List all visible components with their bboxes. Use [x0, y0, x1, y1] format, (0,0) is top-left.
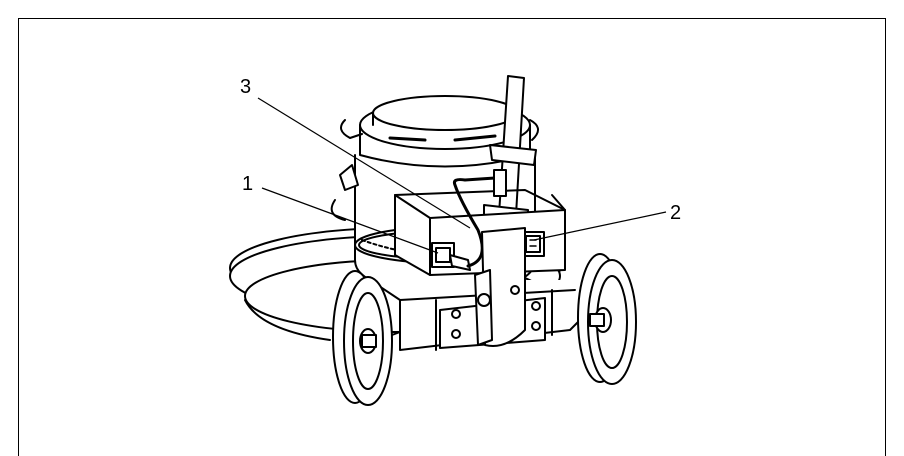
figure-frame	[18, 18, 886, 456]
right-wheel	[577, 253, 637, 385]
connector-1-socket	[431, 242, 471, 271]
callout-3-leader	[257, 97, 471, 229]
callout-2-label: 2	[670, 202, 681, 224]
callout-3-label: 3	[240, 76, 251, 98]
left-wheel	[332, 270, 401, 406]
housing-lugs	[330, 119, 539, 221]
callout-1-leader	[261, 187, 439, 254]
motor-top-lid	[359, 95, 531, 168]
callout-1-label: 1	[242, 173, 253, 195]
handle-bracket	[474, 227, 526, 347]
callout-2-leader	[533, 211, 667, 241]
